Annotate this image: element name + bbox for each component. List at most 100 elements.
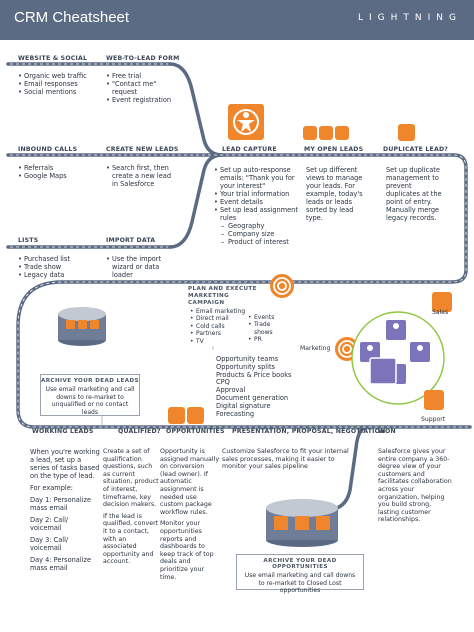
list-item: Free trial <box>106 72 182 80</box>
feature-item: CPQ <box>216 378 230 387</box>
section-title-web-to-lead: WEB-TO-LEAD FORM <box>106 55 180 62</box>
list-item: Set up auto-response emails: "Thank you … <box>214 166 300 190</box>
archive-cylinder-icon <box>58 307 106 346</box>
my-open-leads-text: Set up different views to manage your le… <box>306 166 363 222</box>
list-item: Event registration <box>106 96 182 104</box>
crown-icon <box>432 292 452 312</box>
duplicate-lead-text: Set up duplicate management to prevent d… <box>386 166 442 222</box>
list-item: Events <box>248 314 278 322</box>
opportunities-text: Opportunity is assigned manually on conv… <box>160 448 220 585</box>
archive-leads-box: ARCHIVE YOUR DEAD LEADS Use email market… <box>40 374 140 416</box>
section-title-import-data: IMPORT DATA <box>106 237 156 244</box>
qualified-text: Create a set of qualification questions,… <box>103 448 159 570</box>
list-item: Set up lead assignment rules <box>214 206 300 222</box>
list-item: Purchased list <box>18 255 78 263</box>
working-leads-day: Day 3: Call/ voicemail <box>30 536 69 552</box>
person-star-icon <box>228 104 264 140</box>
archive-opportunities-text: Use email marketing and call downs to re… <box>244 572 356 595</box>
list-item: Email marketing <box>190 308 246 316</box>
archive-cylinder-icon <box>266 499 338 547</box>
person-star-icon <box>335 126 349 140</box>
feature-item: Products & Price books <box>216 370 292 379</box>
working-leads-day: Day 4: Personalize mass email <box>30 556 92 572</box>
opportunities-paragraph: Opportunity is assigned manually on conv… <box>160 448 220 516</box>
working-leads-text: When you're working a lead, set up a ser… <box>30 448 100 576</box>
list-item: Cold calls <box>190 323 246 331</box>
inbound-calls-list: Referrals Google Maps <box>18 164 76 180</box>
archive-opportunities-box: ARCHIVE YOUR DEAD OPPORTUNITIES Use emai… <box>236 554 364 594</box>
opportunities-paragraph: Monitor your opportunities reports and d… <box>160 520 214 581</box>
crown-icon <box>187 407 204 424</box>
support-icon <box>424 390 444 410</box>
list-sub-item: Company size <box>214 230 300 238</box>
section-title-qualified: QUALIFIED? <box>118 428 161 435</box>
list-item: Trade show <box>18 263 78 271</box>
list-item: Referrals <box>18 164 76 172</box>
list-item: Search first, then create a new lead in … <box>106 164 172 188</box>
list-item: Organic web traffic <box>18 72 90 80</box>
list-item: Legacy data <box>18 271 78 279</box>
section-title-lead-capture: LEAD CAPTURE <box>222 146 277 153</box>
crm-hub-graphic <box>351 311 445 405</box>
marketing-label: Marketing <box>300 345 331 352</box>
section-title-won: WON <box>378 428 396 435</box>
list-item: Email responses <box>18 80 90 88</box>
campaign-list-2: Events Trade shows PR <box>248 314 278 344</box>
section-title-lists: LISTS <box>18 237 39 244</box>
page-header: CRM Cheatsheet LIGHTNING <box>0 0 474 40</box>
open-leads-icons <box>303 126 363 142</box>
person-star-icon <box>398 124 415 141</box>
support-label: Support <box>421 416 446 423</box>
working-leads-day: Day 1: Personalize mass email <box>30 496 92 512</box>
person-star-icon <box>319 126 333 140</box>
working-leads-intro: When you're working a lead, set up a ser… <box>30 448 100 480</box>
working-leads-day: Day 2: Call/ voicemail <box>30 516 69 532</box>
create-new-leads-list: Search first, then create a new lead in … <box>106 164 172 188</box>
qualified-paragraph: Create a set of qualification questions,… <box>103 448 159 509</box>
list-item: Google Maps <box>18 172 76 180</box>
opportunity-icons <box>168 407 208 425</box>
archive-leads-text: Use email marketing and call downs to re… <box>45 386 135 416</box>
list-item: TV <box>190 338 246 346</box>
campaign-list-1: Email marketing Direct mail Cold calls P… <box>190 308 246 345</box>
list-item: Trade shows <box>248 321 278 336</box>
list-item: Use the import wizard or data loader <box>106 255 170 279</box>
qualified-paragraph: If the lead is qualified, convert it to … <box>103 512 159 566</box>
section-title-presentation: PRESENTATION, PROPOSAL, NEGOTIATION <box>232 428 386 435</box>
list-item: Your trial information <box>214 190 300 198</box>
section-title-website-social: WEBSITE & SOCIAL <box>18 55 88 62</box>
sales-label: Sales <box>432 309 449 316</box>
working-leads-example-label: For example: <box>30 484 74 492</box>
list-sub-item: Geography <box>214 222 300 230</box>
section-title-inbound-calls: INBOUND CALLS <box>18 146 78 153</box>
feature-item: Opportunity teams <box>216 355 279 363</box>
website-social-list: Organic web traffic Email responses Soci… <box>18 72 90 96</box>
page-title: CRM Cheatsheet <box>14 9 130 26</box>
section-title-working-leads: WORKING LEADS <box>32 428 94 435</box>
section-title-opportunities: OPPORTUNITIES <box>166 428 225 435</box>
archive-leads-title: ARCHIVE YOUR DEAD LEADS <box>41 378 139 384</box>
feature-item: Digital signature <box>216 401 271 410</box>
import-data-list: Use the import wizard or data loader <box>106 255 170 279</box>
lists-list: Purchased list Trade show Legacy data <box>18 255 78 279</box>
presentation-text: Customize Salesforce to fit your interna… <box>222 448 349 471</box>
web-to-lead-list: Free trial "Contact me" request Event re… <box>106 72 182 104</box>
person-star-icon <box>303 126 317 140</box>
section-title-my-open-leads: MY OPEN LEADS <box>304 146 364 153</box>
list-item: Social mentions <box>18 88 90 96</box>
lead-capture-list: Set up auto-response emails: "Thank you … <box>214 166 300 246</box>
list-item: Event details <box>214 198 300 206</box>
section-title-create-new-leads: CREATE NEW LEADS <box>106 146 179 153</box>
feature-item: Approval <box>216 386 246 395</box>
campaign-title: PLAN AND EXECUTE MARKETING CAMPAIGN <box>188 286 257 306</box>
target-icon <box>270 274 294 298</box>
list-item: PR <box>248 336 278 344</box>
list-item: "Contact me" request <box>106 80 182 96</box>
features-list: Opportunity teams Opportunity splits Pro… <box>216 355 302 418</box>
list-item: Partners <box>190 330 246 338</box>
feature-item: Document generation <box>216 393 289 402</box>
archive-opportunities-title: ARCHIVE YOUR DEAD OPPORTUNITIES <box>263 558 337 570</box>
section-title-duplicate-lead: DUPLICATE LEAD? <box>383 146 449 153</box>
list-sub-item: Product of interest <box>214 238 300 246</box>
